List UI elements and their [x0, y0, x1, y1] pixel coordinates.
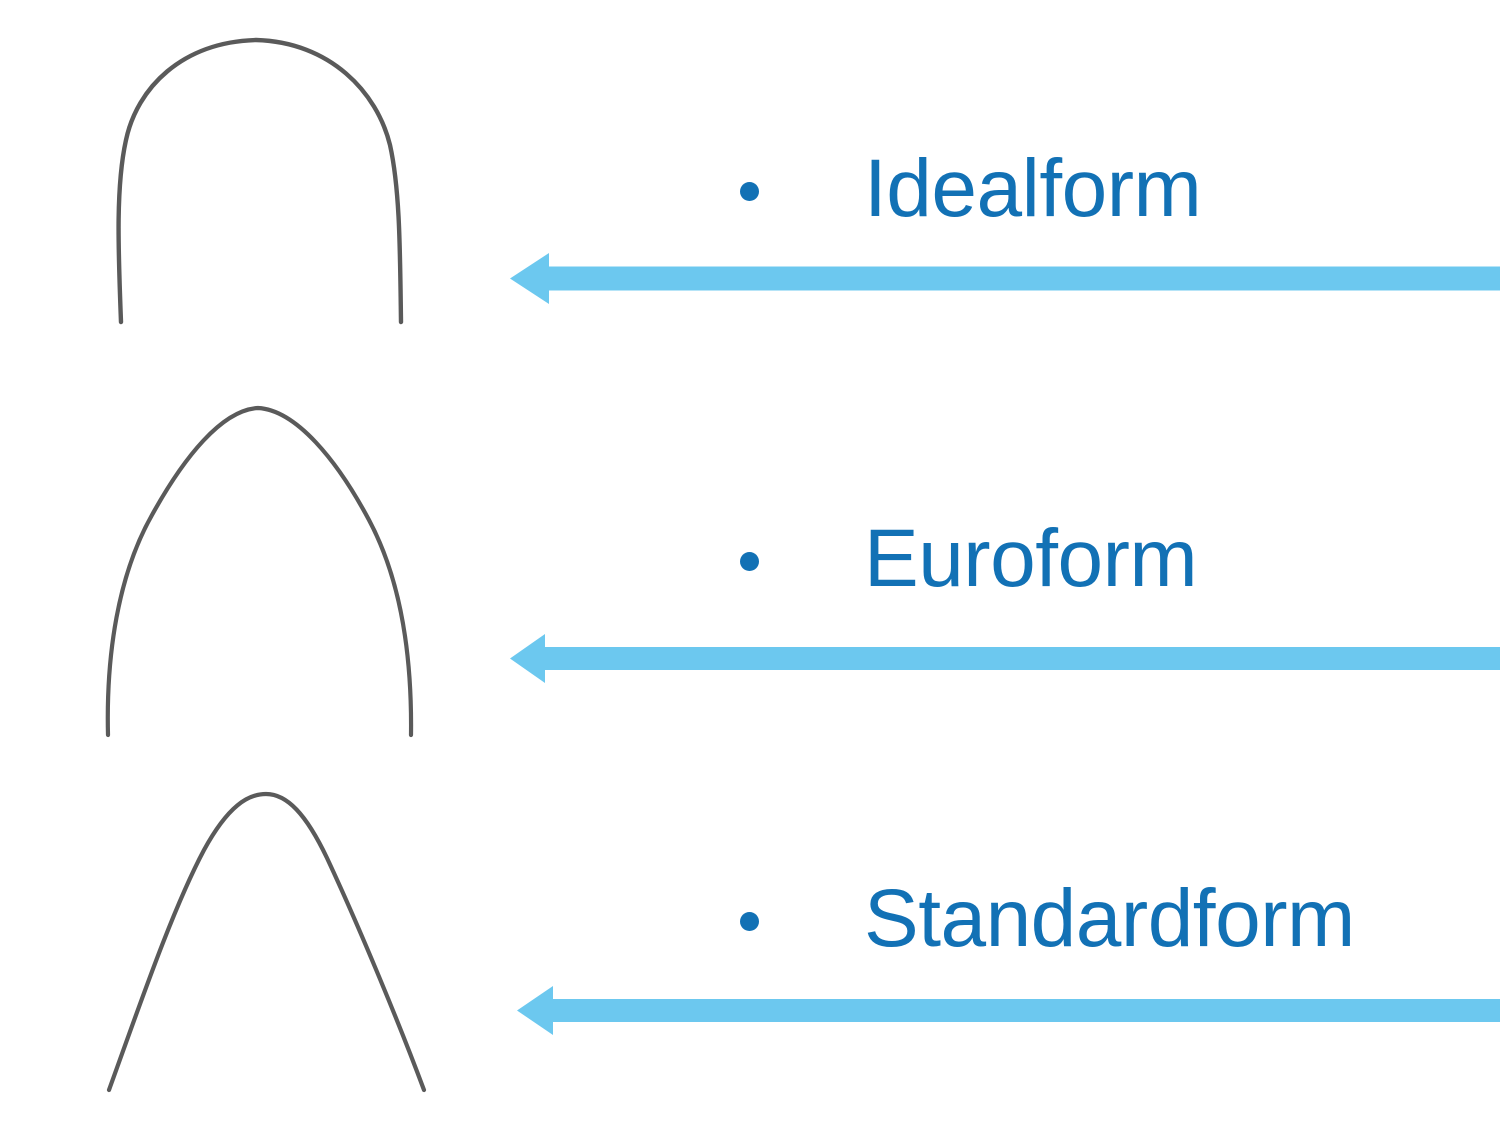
list-item-standardform: Standardform [740, 878, 1355, 960]
left-arrow-icon [510, 253, 1500, 304]
left-arrow-idealform [505, 245, 1500, 315]
left-arrow-icon [510, 634, 1500, 683]
left-arrow-standardform [505, 977, 1500, 1047]
list-item-euroform: Euroform [740, 513, 1198, 604]
archwire-standardform-figure [0, 770, 500, 1110]
label-standardform: Standardform [864, 873, 1355, 964]
bullet-dot-icon [740, 551, 759, 571]
left-arrow-icon [517, 986, 1500, 1035]
label-idealform: Idealform [864, 143, 1202, 234]
label-euroform: Euroform [864, 513, 1198, 604]
left-arrow-euroform [505, 625, 1500, 695]
bullet-dot-icon [740, 911, 759, 931]
archwire-path [116, 37, 404, 325]
archwire-idealform-figure [0, 0, 500, 360]
bullet-dot-icon [740, 181, 759, 201]
archwire-path [106, 791, 427, 1093]
archwire-path [105, 405, 414, 738]
archwire-euroform-figure [0, 390, 500, 750]
list-item-idealform: Idealform [740, 143, 1202, 234]
